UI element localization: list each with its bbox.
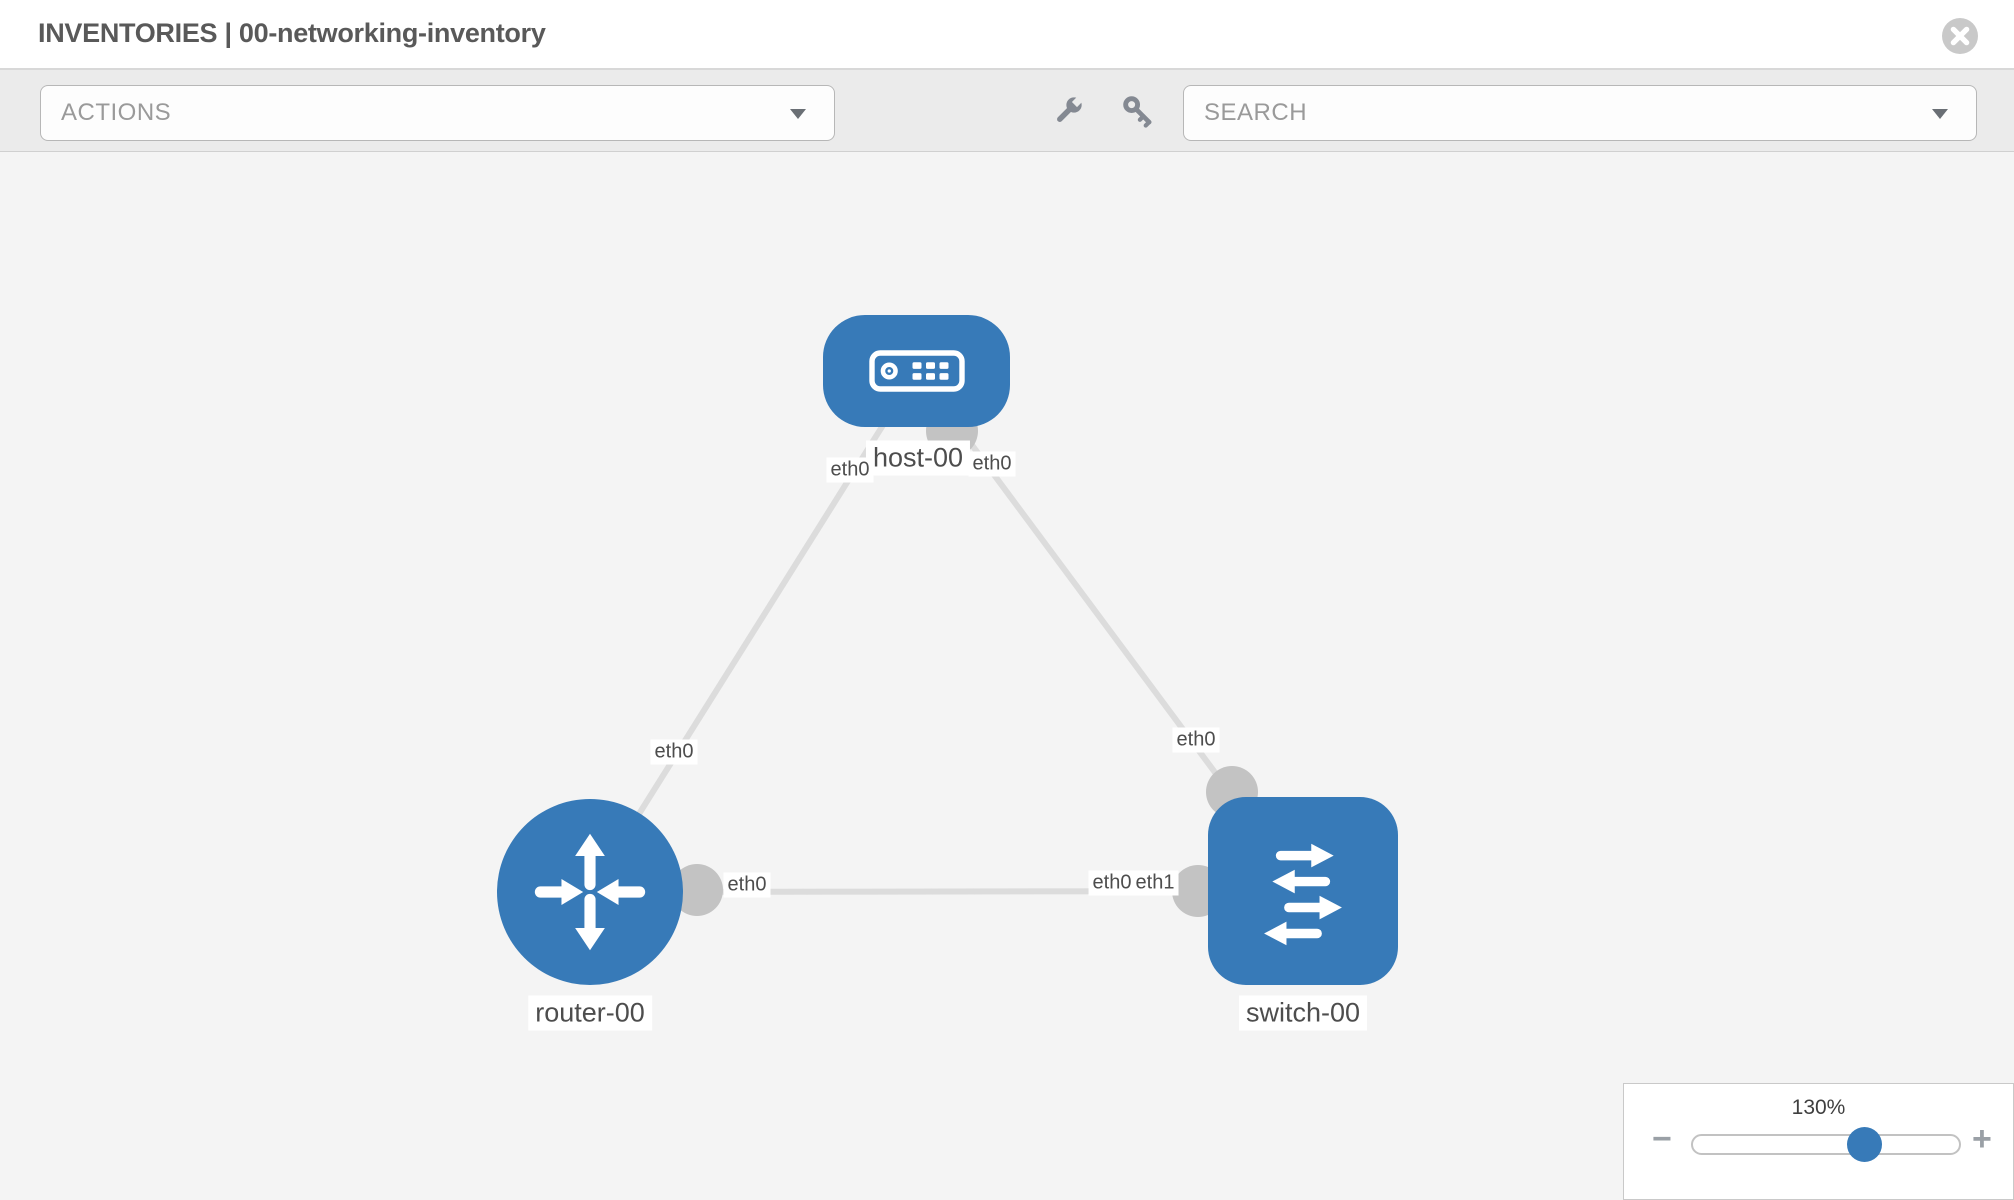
- wrench-icon: [1057, 96, 1083, 122]
- node-router-00[interactable]: [497, 799, 683, 985]
- zoom-panel: 130% − +: [1623, 1083, 2014, 1200]
- zoom-in-button[interactable]: +: [1972, 1120, 1992, 1158]
- node-label-switch: switch-00: [1238, 995, 1368, 1031]
- key-button[interactable]: [1121, 94, 1155, 128]
- zoom-slider-thumb[interactable]: [1847, 1127, 1882, 1162]
- connector-router-eth0[interactable]: [671, 864, 723, 916]
- zoom-level-value: 130%: [1791, 1096, 1846, 1119]
- router-icon: [534, 833, 646, 951]
- search-dropdown[interactable]: SEARCH: [1183, 85, 1977, 141]
- if-label-router-to-host: eth0: [650, 739, 698, 765]
- switch-icon: [1264, 843, 1342, 946]
- close-button[interactable]: [1942, 18, 1978, 54]
- toolbar: ACTIONS SEARCH: [0, 70, 2014, 152]
- key-icon: [1123, 96, 1152, 128]
- actions-dropdown-label: ACTIONS: [61, 99, 172, 126]
- if-label-switch-to-router: eth1: [1131, 870, 1179, 896]
- node-label-router: router-00: [528, 995, 652, 1031]
- chevron-down-icon: [1932, 109, 1948, 119]
- if-label-switch-overlapped: eth0: [1088, 870, 1136, 896]
- wrench-button[interactable]: [1051, 94, 1085, 128]
- zoom-slider-track[interactable]: [1691, 1134, 1961, 1155]
- search-dropdown-label: SEARCH: [1204, 99, 1308, 126]
- if-label-host-to-router: eth0: [826, 457, 874, 483]
- if-label-switch-to-host: eth0: [1172, 727, 1220, 753]
- node-label-host: host-00: [865, 440, 971, 476]
- chevron-down-icon: [790, 109, 806, 119]
- actions-dropdown[interactable]: ACTIONS: [40, 85, 835, 141]
- page-title: INVENTORIES | 00-networking-inventory: [38, 18, 546, 48]
- topology-canvas[interactable]: host-00 router-00 switch-00 eth0 eth0 et…: [0, 152, 2014, 1200]
- if-label-host-to-switch: eth0: [968, 451, 1016, 477]
- close-icon: [1942, 18, 1978, 54]
- interface-connectors: [671, 405, 1258, 917]
- zoom-out-button[interactable]: −: [1652, 1120, 1672, 1158]
- topology-links-layer: [587, 369, 1306, 917]
- node-host-00[interactable]: [823, 315, 1010, 427]
- host-icon: [868, 350, 965, 392]
- node-switch-00[interactable]: [1208, 797, 1398, 985]
- header-bar: INVENTORIES | 00-networking-inventory: [0, 0, 2014, 70]
- if-label-router-to-switch: eth0: [723, 872, 771, 898]
